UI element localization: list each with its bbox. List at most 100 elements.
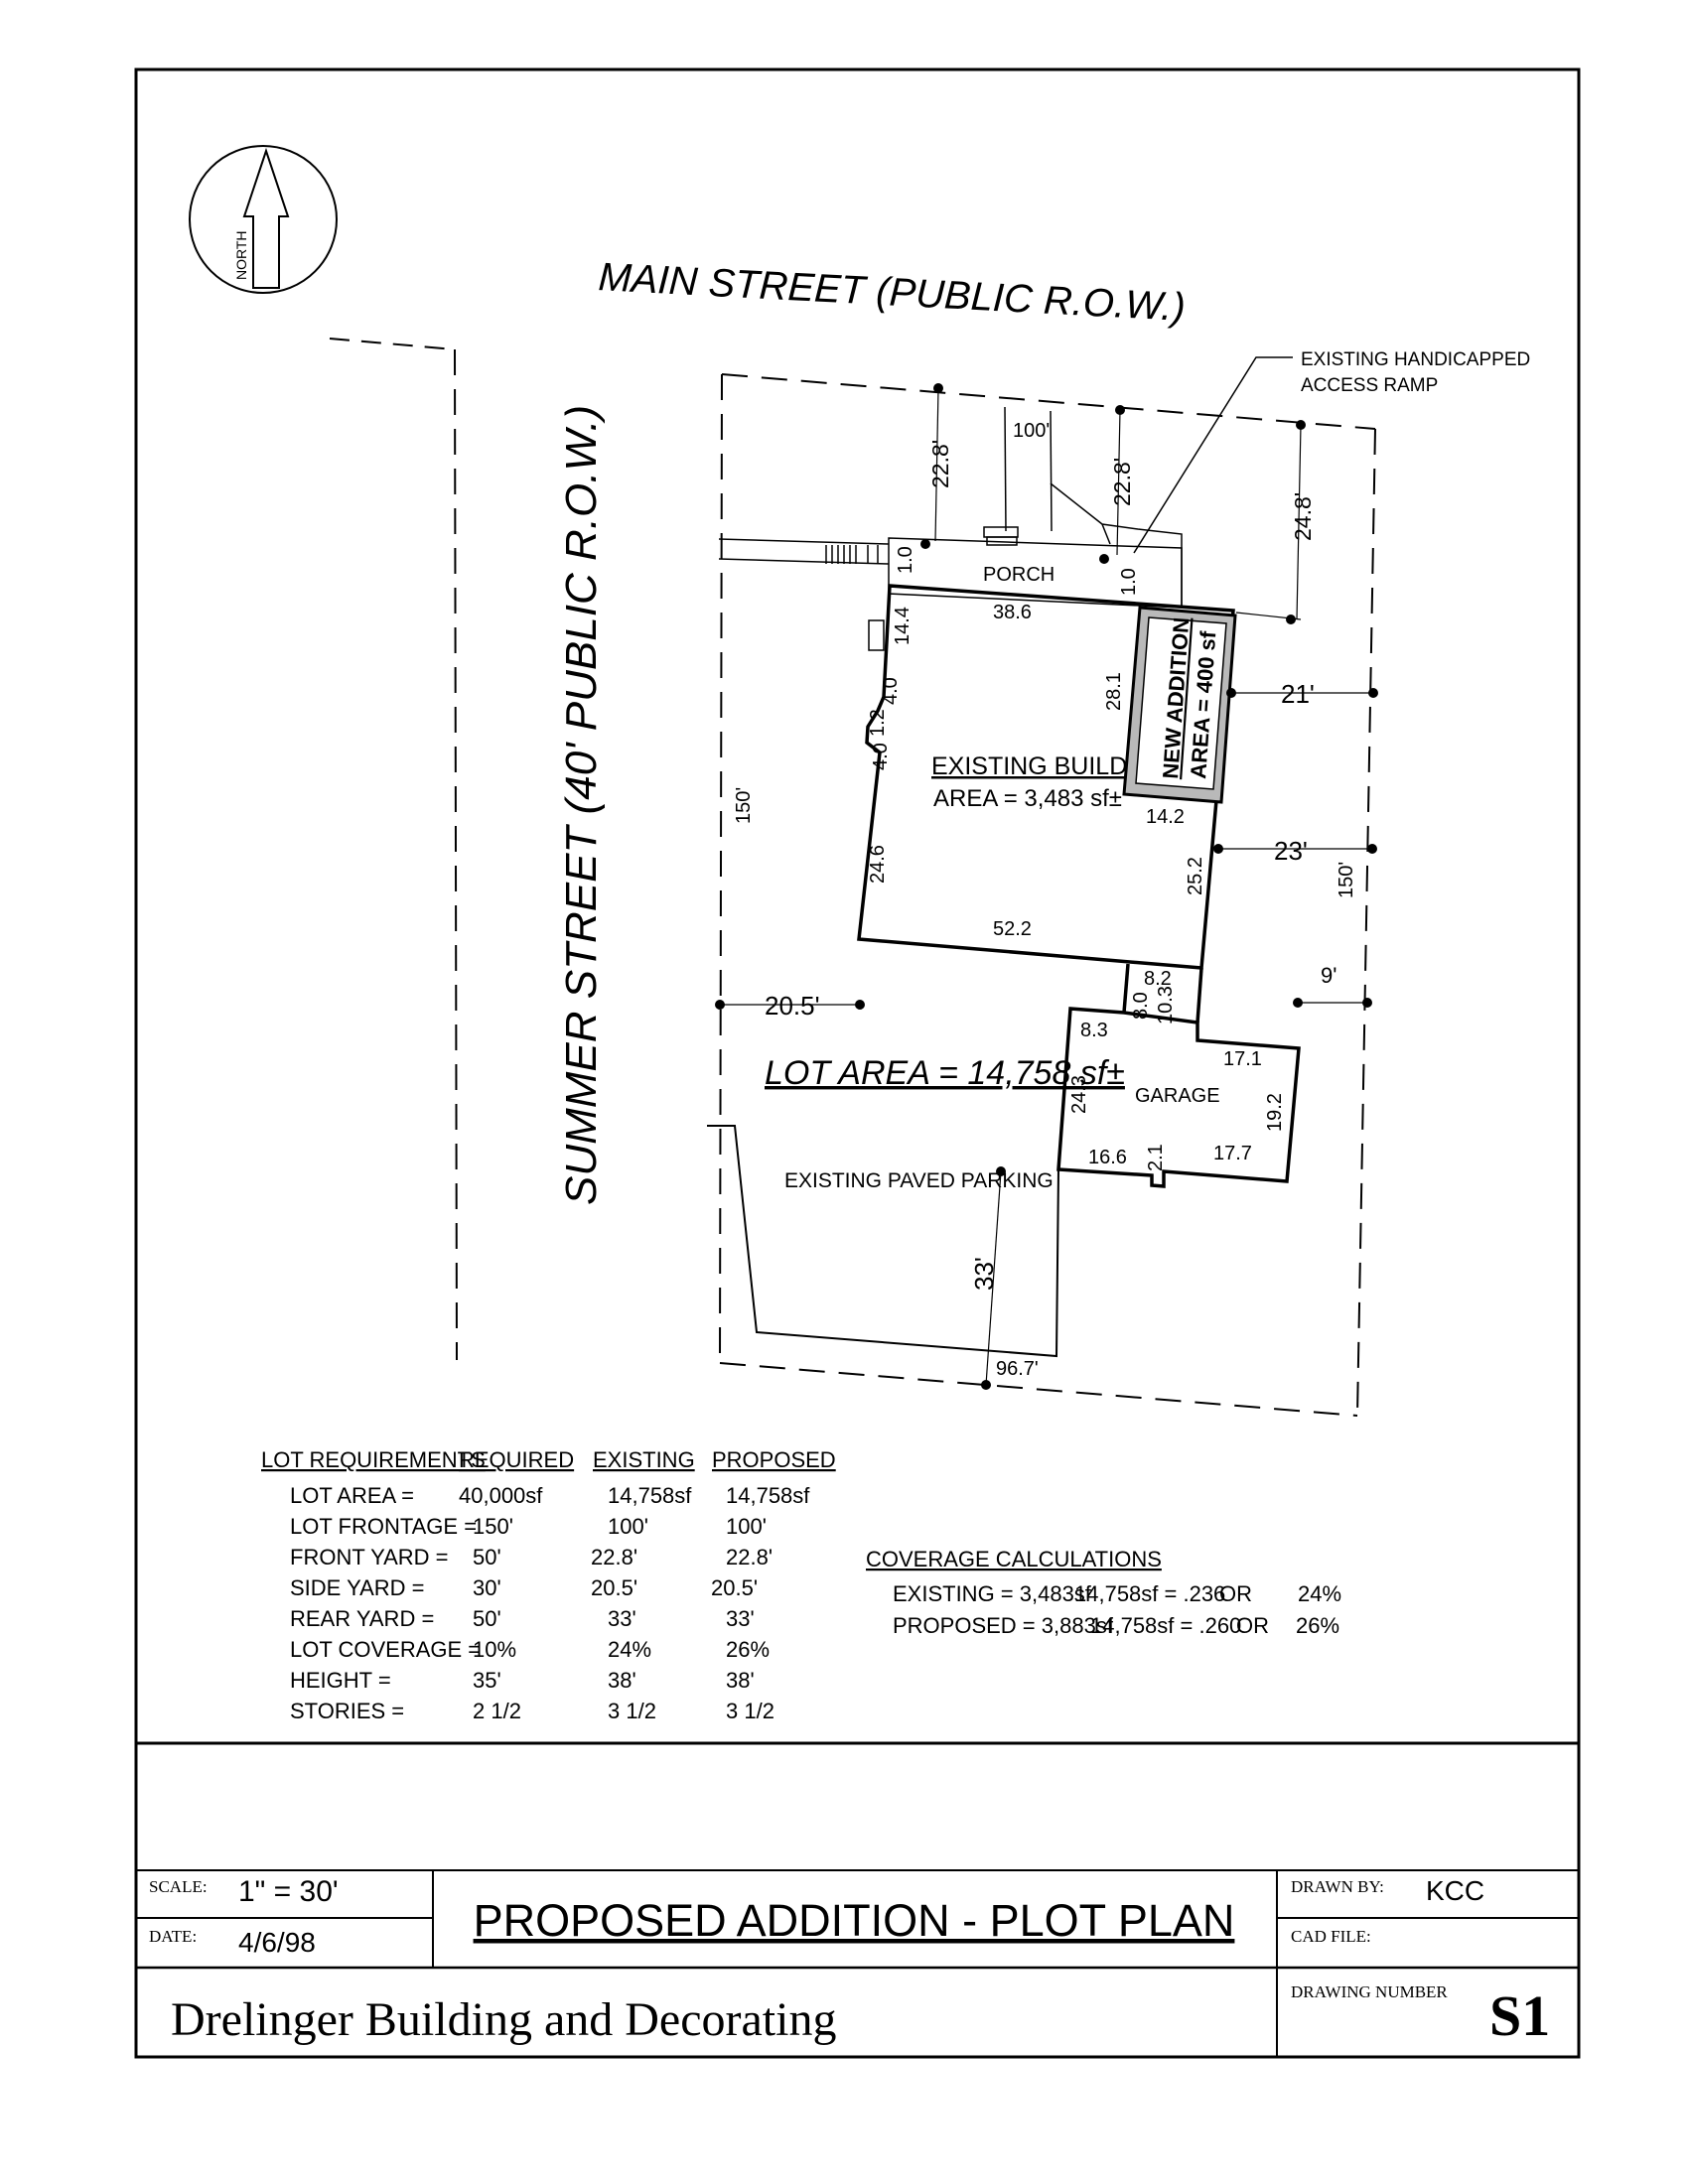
scale-value: 1" = 30' bbox=[238, 1875, 339, 1908]
ramp-callout-line1: EXISTING HANDICAPPED bbox=[1301, 349, 1530, 370]
garage-label: GARAGE bbox=[1135, 1085, 1220, 1107]
dim-bldg-right-c: 25.2 bbox=[1185, 857, 1206, 895]
dim-garage-setback: 9' bbox=[1321, 963, 1336, 988]
dim-garage-a: 8.3 bbox=[1080, 1020, 1108, 1041]
scale-label: SCALE: bbox=[149, 1877, 208, 1896]
lot-req-row-proposed: 3 1/2 bbox=[726, 1699, 774, 1723]
lot-req-row-label: LOT COVERAGE = bbox=[290, 1637, 481, 1662]
lot-area-label: LOT AREA = 14,758 sf± bbox=[765, 1054, 1125, 1092]
dim-garage-f: 2.1 bbox=[1145, 1144, 1167, 1171]
dim-bldg-left-c: 1.2 bbox=[867, 709, 889, 737]
lot-req-row-existing: 33' bbox=[608, 1606, 636, 1631]
coverage-proposed-ratio: 14,758sf = .260 bbox=[1090, 1613, 1241, 1638]
lot-req-row-label: SIDE YARD = bbox=[290, 1575, 425, 1600]
dim-bldg-left-d: 4.0 bbox=[870, 743, 892, 770]
coverage-existing-area: EXISTING = 3,483sf bbox=[893, 1581, 1092, 1606]
lot-req-row-existing: 100' bbox=[608, 1514, 648, 1539]
dim-garage-b: 17.1 bbox=[1223, 1048, 1262, 1070]
dim-addition-setback: 21' bbox=[1281, 679, 1315, 709]
lot-req-row-required: 30' bbox=[473, 1575, 501, 1600]
existing-building-area: AREA = 3,483 sf± bbox=[933, 785, 1122, 812]
coverage-proposed-percent: 26% bbox=[1296, 1613, 1339, 1638]
lot-req-row-existing: 20.5' bbox=[591, 1575, 637, 1600]
dim-side-left-lot: 150' bbox=[733, 787, 755, 824]
dimension-dots bbox=[715, 383, 1378, 1390]
lot-req-row-label: REAR YARD = bbox=[290, 1606, 434, 1631]
drawing-number: S1 bbox=[1489, 1983, 1550, 2048]
dimension-lines bbox=[720, 387, 1373, 1386]
lot-req-header-proposed: PROPOSED bbox=[712, 1447, 836, 1472]
drawn-by-value: KCC bbox=[1426, 1875, 1484, 1906]
ramp-leader-line bbox=[1133, 356, 1293, 554]
lot-req-row-proposed: 100' bbox=[726, 1514, 767, 1539]
lot-req-row-existing: 24% bbox=[608, 1637, 651, 1662]
dim-front-yard-right: 24.8' bbox=[1290, 492, 1316, 541]
dim-side-right-lot: 150' bbox=[1336, 862, 1357, 898]
dim-bldg-left-b: 4.0 bbox=[880, 677, 902, 705]
lot-req-header-required: REQUIRED bbox=[459, 1447, 574, 1472]
walkway-and-ramp bbox=[718, 406, 1183, 609]
dim-connector-w: 8.2 bbox=[1144, 968, 1172, 990]
lot-req-row-required: 50' bbox=[473, 1606, 501, 1631]
dim-side-yard: 20.5' bbox=[765, 991, 820, 1021]
title-block bbox=[136, 1741, 1579, 2057]
lot-req-row-existing: 22.8' bbox=[591, 1545, 637, 1570]
lot-req-row-required: 10% bbox=[473, 1637, 516, 1662]
dim-garage-d: 19.2 bbox=[1264, 1093, 1286, 1132]
north-label: NORTH bbox=[233, 230, 249, 280]
dim-bldg-bottom: 52.2 bbox=[993, 918, 1032, 940]
lot-req-row-label: LOT AREA = bbox=[290, 1483, 414, 1508]
north-arrow-icon: NORTH bbox=[189, 145, 338, 294]
date-label: DATE: bbox=[149, 1927, 197, 1946]
drawing-title: PROPOSED ADDITION - PLOT PLAN bbox=[474, 1895, 1235, 1946]
lot-req-row-required: 35' bbox=[473, 1668, 501, 1693]
main-street-label: MAIN STREET (PUBLIC R.O.W.) bbox=[598, 255, 1187, 330]
lot-req-row-required: 150' bbox=[473, 1514, 513, 1539]
lot-requirements-table: LOT REQUIREMENTS REQUIRED EXISTING PROPO… bbox=[261, 1447, 836, 1723]
dim-bldg-left-e: 24.6 bbox=[867, 845, 889, 884]
porch-label: PORCH bbox=[983, 564, 1055, 586]
dim-porch-depth-right: 1.0 bbox=[1118, 568, 1140, 596]
coverage-proposed-or: OR bbox=[1236, 1613, 1269, 1638]
lot-req-row-proposed: 33' bbox=[726, 1606, 755, 1631]
coverage-existing-percent: 24% bbox=[1298, 1581, 1341, 1606]
dim-bldg-top: 38.6 bbox=[993, 602, 1032, 623]
dim-garage-g: 17.7 bbox=[1213, 1143, 1252, 1164]
lot-req-row-required: 50' bbox=[473, 1545, 501, 1570]
paved-parking-label: EXISTING PAVED PARKING bbox=[784, 1169, 1054, 1192]
dim-porch-depth-left: 1.0 bbox=[895, 546, 916, 574]
lot-req-row-required: 2 1/2 bbox=[473, 1699, 521, 1723]
lot-req-row-required: 40,000sf bbox=[459, 1483, 543, 1508]
dim-garage-c: 24.3 bbox=[1068, 1075, 1090, 1114]
lot-req-row-proposed: 14,758sf bbox=[726, 1483, 810, 1508]
dim-rear-width: 96.7' bbox=[996, 1358, 1039, 1380]
lot-req-row-existing: 38' bbox=[608, 1668, 636, 1693]
dim-frontage: 100' bbox=[1013, 420, 1050, 442]
dim-bldg-left-a: 14.4 bbox=[892, 607, 914, 645]
dim-garage-e: 16.6 bbox=[1088, 1147, 1127, 1168]
date-value: 4/6/98 bbox=[238, 1927, 316, 1958]
dim-front-yard-left: 22.8' bbox=[927, 440, 953, 488]
lot-req-row-label: FRONT YARD = bbox=[290, 1545, 449, 1570]
dim-connector-a: 8.0 bbox=[1130, 992, 1152, 1020]
lot-req-row-label: LOT FRONTAGE = bbox=[290, 1514, 477, 1539]
drawing-number-label: DRAWING NUMBER bbox=[1291, 1982, 1448, 2001]
lot-req-row-proposed: 26% bbox=[726, 1637, 770, 1662]
lot-req-row-existing: 14,758sf bbox=[608, 1483, 692, 1508]
lot-req-row-proposed: 22.8' bbox=[726, 1545, 773, 1570]
lot-req-header-existing: EXISTING bbox=[593, 1447, 695, 1472]
coverage-calculations: COVERAGE CALCULATIONS EXISTING = 3,483sf… bbox=[866, 1547, 1341, 1638]
sheet-border bbox=[134, 68, 1581, 2059]
lot-req-row-existing: 3 1/2 bbox=[608, 1699, 656, 1723]
coverage-title: COVERAGE CALCULATIONS bbox=[866, 1547, 1162, 1571]
company-name: Drelinger Building and Decorating bbox=[171, 1993, 836, 2046]
summer-street-label: SUMMER STREET (40' PUBLIC R.O.W.) bbox=[557, 405, 606, 1205]
ramp-callout-line2: ACCESS RAMP bbox=[1301, 375, 1438, 396]
lot-req-row-label: STORIES = bbox=[290, 1699, 404, 1723]
dim-connector-b: 10.3 bbox=[1155, 986, 1177, 1024]
dim-front-yard-mid: 22.8' bbox=[1109, 458, 1135, 506]
coverage-existing-or: OR bbox=[1219, 1581, 1252, 1606]
lot-req-header-label: LOT REQUIREMENTS bbox=[261, 1447, 486, 1472]
paved-parking-outline bbox=[707, 1125, 1059, 1358]
